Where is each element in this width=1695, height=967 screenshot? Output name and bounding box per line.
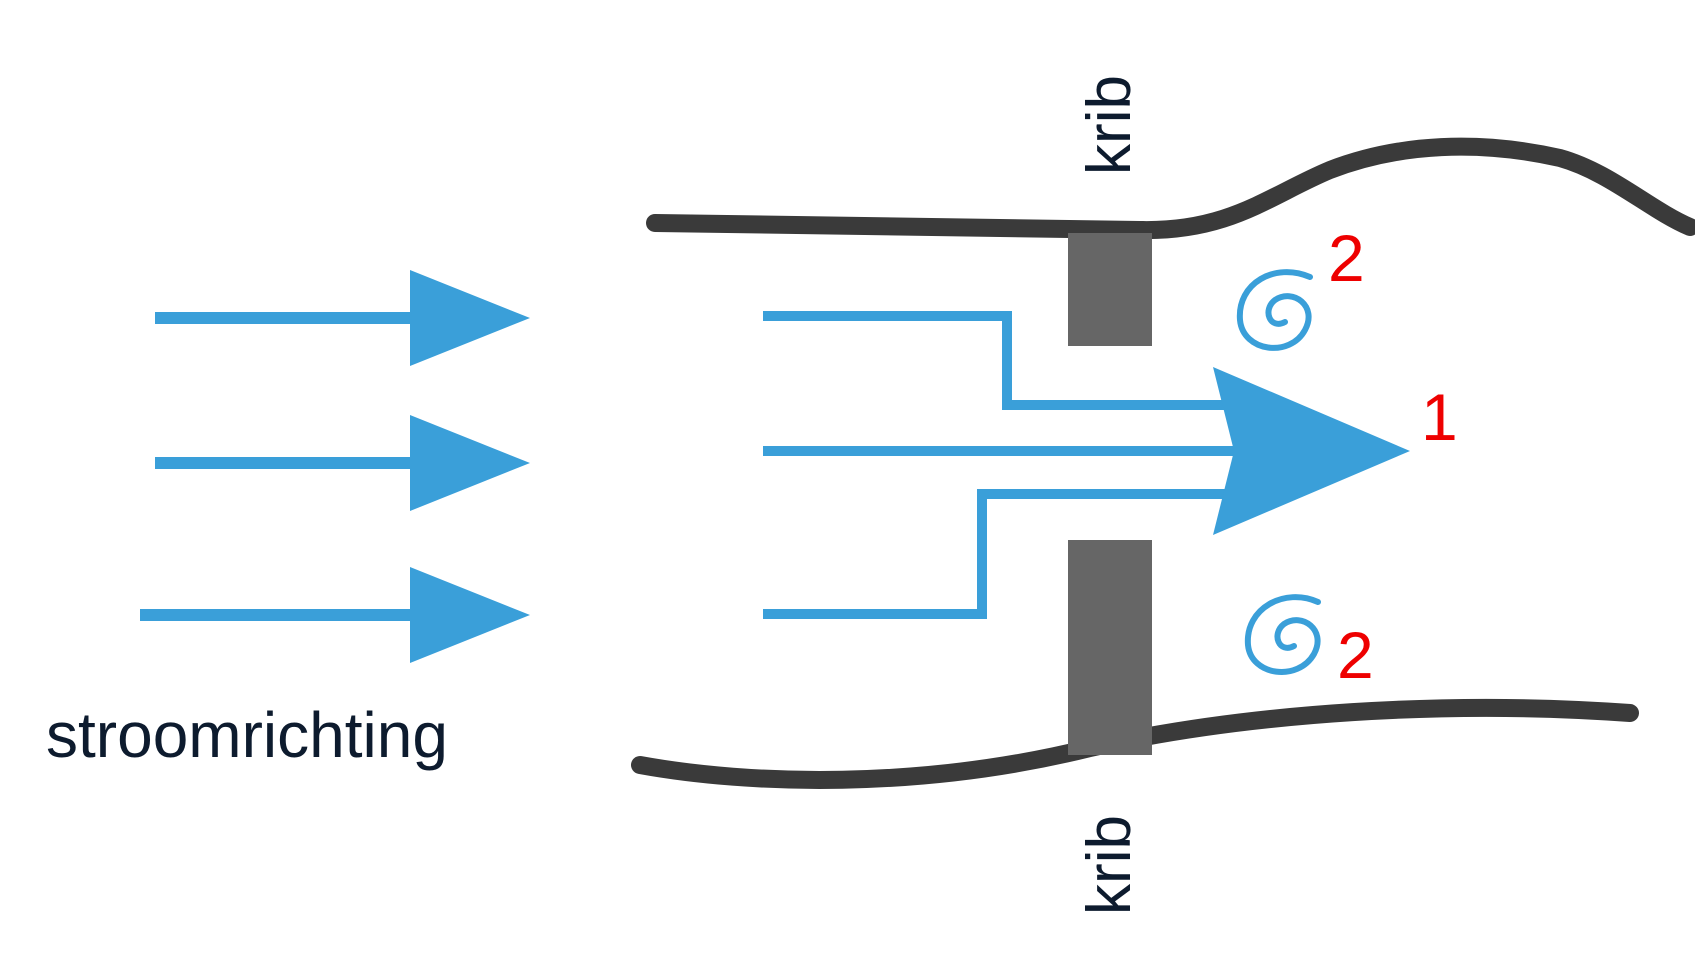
arrow-right-icon	[155, 415, 530, 511]
bank-top	[646, 137, 1695, 240]
main-flow-marker: 1	[1421, 380, 1458, 454]
groyne-bottom-label: krib	[1075, 815, 1144, 915]
arrow-right-icon	[155, 270, 530, 366]
flow-direction-label: stroomrichting	[46, 699, 448, 771]
incoming-flow-arrows	[140, 270, 530, 663]
groyne-bottom	[1068, 540, 1152, 755]
eddy-bottom-marker: 2	[1337, 618, 1374, 692]
arrow-right-icon	[140, 567, 530, 663]
groyne-top	[1068, 233, 1152, 346]
groyne-top-label: krib	[1075, 75, 1144, 175]
eddy-top-marker: 2	[1328, 221, 1365, 295]
spiral-icon	[1236, 269, 1313, 351]
spiral-icon	[1244, 594, 1321, 675]
main-flow-arrow	[763, 311, 1410, 619]
